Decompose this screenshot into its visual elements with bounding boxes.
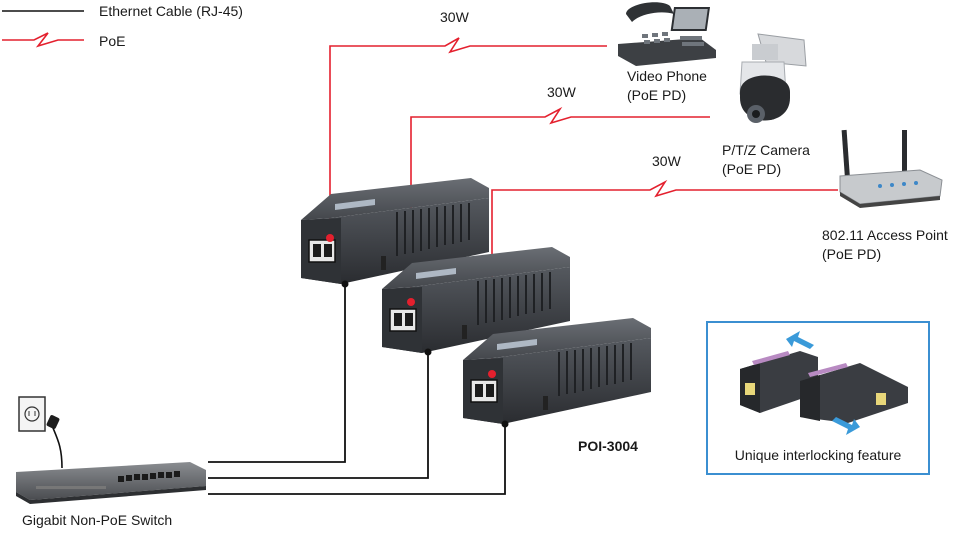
interlocking-injectors-image — [740, 331, 908, 435]
interlocking-feature-box: Unique interlocking feature — [706, 321, 930, 475]
poe-port-dot-3 — [488, 370, 496, 378]
camera-type: (PoE PD) — [722, 161, 782, 177]
poe-port-dot-2 — [407, 298, 415, 306]
access-point-label: 802.11 Access Point — [822, 227, 948, 243]
video-phone-label: Video Phone — [627, 68, 707, 84]
camera-label: P/T/Z Camera — [722, 142, 810, 158]
injector-model-label: POI-3004 — [578, 438, 638, 454]
legend-poe-line — [2, 32, 84, 48]
ap-power-label: 30W — [652, 153, 681, 169]
phone-power-label: 30W — [440, 9, 469, 25]
poe-cables — [329, 37, 838, 374]
power-plug-icon — [46, 415, 63, 469]
legend-ethernet-label: Ethernet Cable (RJ-45) — [99, 3, 243, 19]
power-outlet-icon — [18, 396, 46, 432]
switch-label: Gigabit Non-PoE Switch — [22, 512, 173, 528]
slide-apart-arrow-up — [786, 331, 814, 349]
ptz-camera-icon — [739, 33, 807, 123]
camera-power-label: 30W — [547, 84, 576, 100]
access-point-type: (PoE PD) — [822, 246, 882, 262]
slide-apart-arrow-down — [832, 417, 860, 435]
gigabit-switch-icon — [16, 462, 206, 504]
access-point-icon — [839, 129, 943, 208]
interlocking-feature-caption: Unique interlocking feature — [734, 447, 902, 463]
ethernet-cables — [208, 284, 506, 495]
video-phone-icon — [618, 2, 716, 66]
legend-poe-label: PoE — [99, 33, 126, 49]
poe-port-dot-1 — [326, 234, 334, 242]
video-phone-type: (PoE PD) — [627, 87, 687, 103]
